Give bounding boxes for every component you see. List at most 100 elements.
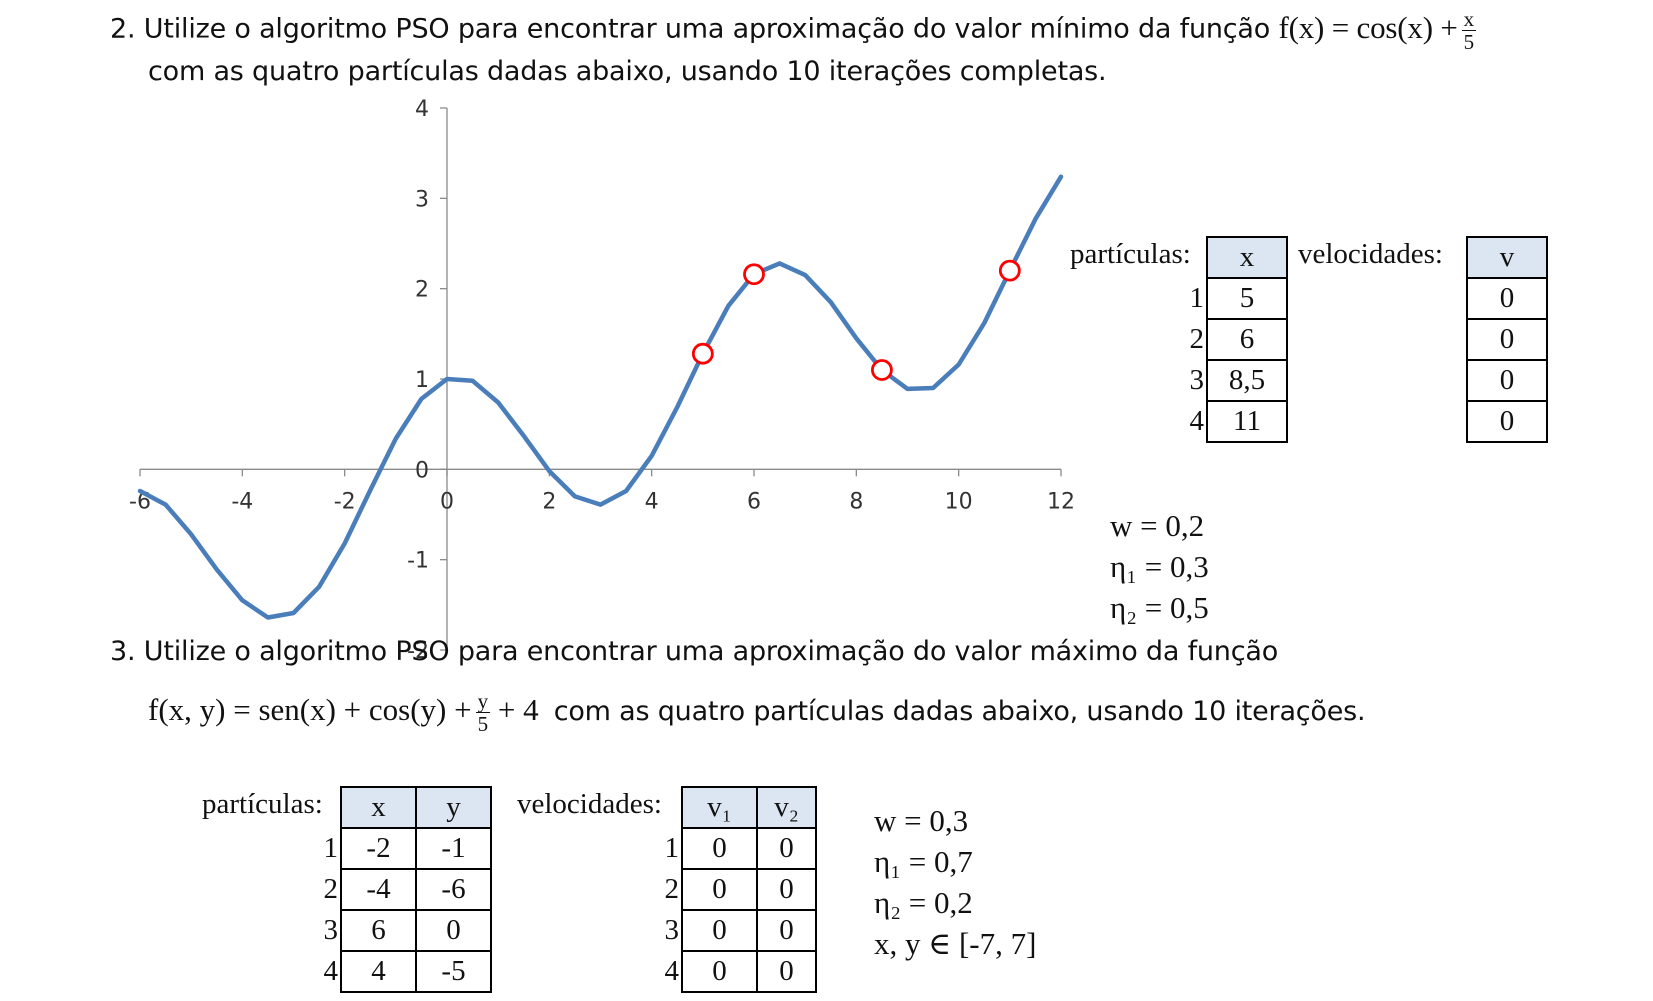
cell-v1: 0 — [681, 950, 758, 993]
cell-v1: 0 — [681, 909, 758, 952]
parameter-line: w = 0,2 — [1110, 508, 1205, 543]
parameter-line: η₁ = 0,3 — [1110, 549, 1209, 584]
column-header-v1: v₁ — [681, 786, 758, 829]
cell-x: 8,5 — [1206, 359, 1288, 402]
q3-text-after: com as quatro partículas dadas abaixo, u… — [553, 695, 1366, 727]
q2-line2: com as quatro partículas dadas abaixo, u… — [148, 56, 1107, 87]
cell-v1: 0 — [681, 868, 758, 911]
x-tick-label: 0 — [440, 489, 454, 514]
cell-v2: 0 — [756, 827, 817, 870]
row-index: 3 — [664, 914, 680, 946]
cell-x: 11 — [1206, 400, 1288, 443]
q2-formula-lhs: f(x) = cos(x) + — [1278, 9, 1458, 45]
table-row: 0 — [1466, 400, 1548, 443]
y-tick-label: 3 — [415, 187, 429, 212]
q2-fraction-numerator: x — [1461, 7, 1476, 31]
q3-particles-label: partículas: — [202, 788, 323, 820]
plot-curve — [137, 174, 1064, 620]
table-row: 1-2-1 — [314, 827, 492, 870]
parameter-line: w = 0,3 — [874, 803, 969, 838]
y-tick-label: 2 — [415, 278, 429, 303]
particle-marker — [998, 259, 1021, 282]
row-index: 4 — [664, 955, 680, 987]
cell-x: 6 — [340, 909, 417, 952]
x-tick-label: -4 — [231, 489, 253, 514]
table-row: 0 — [1466, 359, 1548, 402]
q2-velocities-label: velocidades: — [1298, 238, 1443, 270]
parameter-line: η₂ = 0,2 — [874, 885, 973, 920]
cell-v: 0 — [1466, 359, 1548, 402]
column-header-y: y — [415, 786, 492, 829]
q2-number: 2. — [110, 13, 136, 45]
table-header-row: x — [1180, 236, 1288, 279]
table-header-row: v — [1466, 236, 1548, 279]
q3-number: 3. — [110, 636, 136, 667]
y-tick-label: -2 — [407, 639, 429, 664]
particle-marker — [871, 359, 893, 381]
cell-x: 5 — [1206, 277, 1288, 320]
y-tick-label: -1 — [407, 549, 429, 574]
cell-y: 0 — [415, 909, 492, 952]
q3-fraction-denominator: 5 — [477, 712, 489, 736]
q3-text: Utilize o algoritmo PSO para encontrar u… — [143, 636, 1279, 667]
q2-particles-label: partículas: — [1070, 238, 1191, 270]
cell-x: -4 — [340, 868, 417, 911]
row-index: 1 — [664, 832, 680, 864]
x-tick-label: 8 — [849, 489, 863, 514]
cell-v: 0 — [1466, 277, 1548, 320]
table-row: 0 — [1466, 318, 1548, 361]
q2-text: Utilize o algoritmo PSO para encontrar u… — [143, 13, 1271, 45]
x-tick-label: 2 — [542, 489, 556, 514]
q2-fraction-denominator: 5 — [1463, 30, 1475, 54]
cell-v2: 0 — [756, 868, 817, 911]
row-index: 1 — [1189, 282, 1205, 314]
cell-y: -5 — [415, 950, 492, 993]
cell-v2: 0 — [756, 950, 817, 993]
q3-formula-rhs: + 4 — [497, 691, 539, 727]
row-index: 1 — [323, 832, 339, 864]
cell-x: 4 — [340, 950, 417, 993]
table-row: 2-4-6 — [314, 868, 492, 911]
particle-marker — [743, 263, 765, 286]
plot-markers — [691, 259, 1021, 381]
q2-line1: 2. Utilize o algoritmo PSO para encontra… — [110, 8, 1476, 53]
cell-x: -2 — [340, 827, 417, 870]
plot-axes — [139, 107, 1062, 651]
x-tick-label: -2 — [334, 489, 356, 514]
row-index: 3 — [323, 914, 339, 946]
row-index: 3 — [1189, 364, 1205, 396]
y-tick-label: 0 — [415, 458, 429, 483]
x-tick-label: 10 — [945, 489, 973, 514]
table-corner — [1180, 237, 1207, 278]
table-row: 0 — [1466, 277, 1548, 320]
cell-x: 6 — [1206, 318, 1288, 361]
column-header-x: x — [1206, 236, 1288, 279]
y-tick-label: 4 — [415, 97, 429, 122]
q3-line1: 3. Utilize o algoritmo PSO para encontra… — [110, 636, 1278, 667]
q3-velocities-label: velocidades: — [517, 788, 662, 820]
particle-marker — [691, 342, 714, 365]
y-tick-label: 1 — [415, 368, 429, 393]
